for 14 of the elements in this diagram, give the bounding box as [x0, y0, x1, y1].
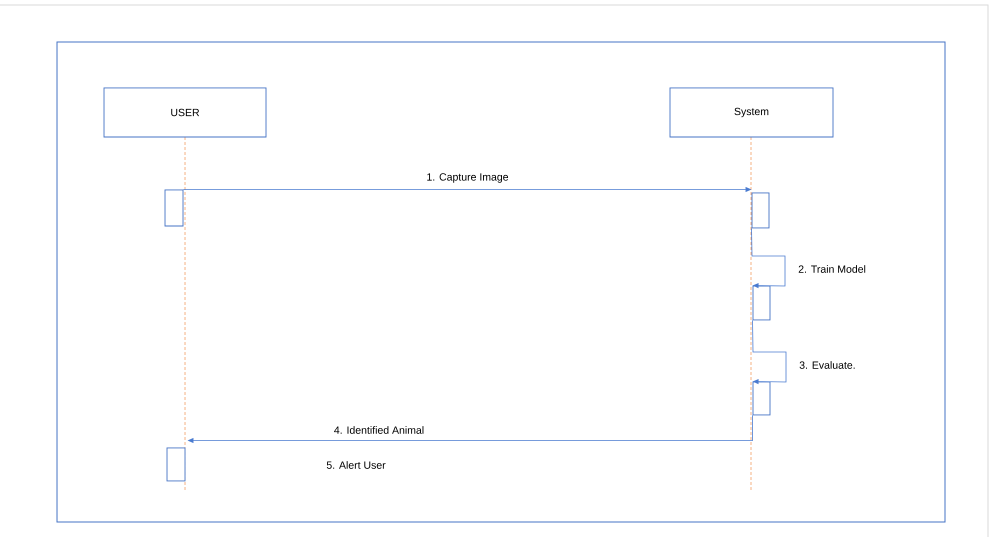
edge-label: 3. Evaluate.: [798, 360, 857, 370]
edge-label: 4. Identified Animal: [332, 425, 426, 435]
activation-bar: [166, 448, 186, 482]
lifeline-head-box: System: [670, 88, 834, 138]
arrow: [752, 320, 786, 384]
activation-bar: [752, 286, 770, 320]
activation-bar: [752, 192, 770, 228]
edge-label: 2. Train Model: [797, 264, 867, 274]
lifeline-head-box: USER: [104, 88, 266, 138]
message-label: 5. Alert User: [326, 461, 386, 469]
edge-label: 1. Capture Image: [425, 172, 510, 184]
arrow: [751, 228, 786, 288]
activation-bar: [164, 190, 184, 226]
activation-bar: [752, 382, 770, 416]
